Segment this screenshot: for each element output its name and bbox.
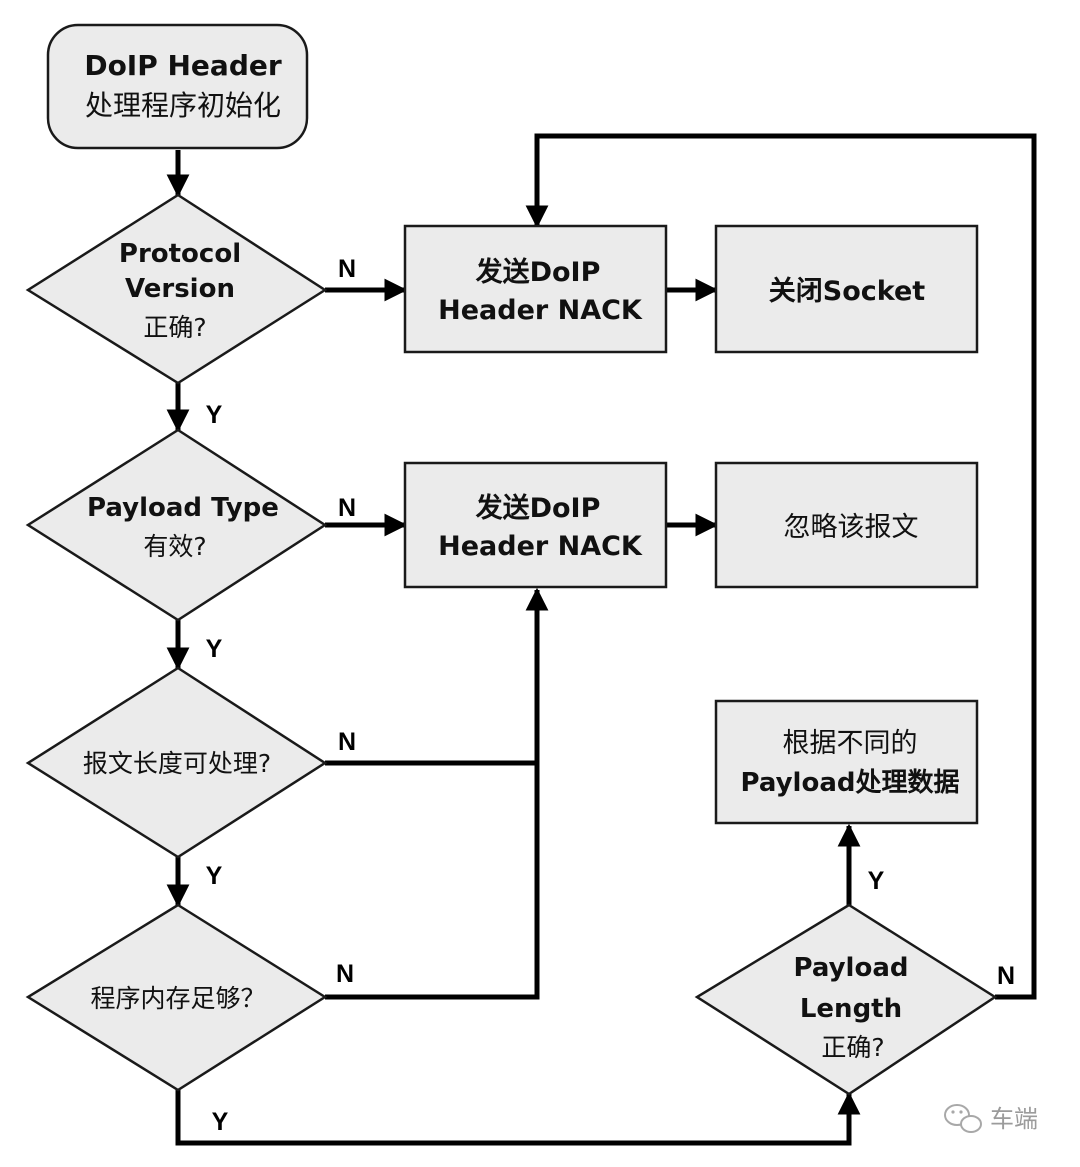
label-length-no: N bbox=[338, 728, 356, 756]
protocol-version-decision: Protocol Version 正确? bbox=[25, 193, 328, 385]
send-nack-1-line1: 发送DoIP bbox=[475, 256, 601, 288]
process-payload-line1: 根据不同的 bbox=[783, 728, 918, 759]
ignore-message-label: 忽略该报文 bbox=[784, 512, 919, 543]
edge-memory-no bbox=[325, 587, 549, 1000]
payload-length-decision-line2: Length bbox=[800, 994, 902, 1024]
send-nack-2-line1: 发送DoIP bbox=[475, 492, 601, 524]
label-type-yes: Y bbox=[206, 635, 223, 663]
label-memory-yes: Y bbox=[212, 1108, 229, 1136]
payload-length-decision-line3: 正确? bbox=[821, 1033, 884, 1062]
send-nack-box-1: 发送DoIP Header NACK bbox=[403, 224, 668, 354]
protocol-decision-line3: 正确? bbox=[143, 313, 206, 342]
payload-type-decision-line2: 有效? bbox=[143, 532, 206, 561]
payload-type-decision: Payload Type 有效? bbox=[25, 428, 328, 622]
label-protocol-yes: Y bbox=[206, 401, 223, 429]
ignore-message-box: 忽略该报文 bbox=[714, 461, 979, 589]
protocol-decision-line2: Version bbox=[125, 274, 235, 304]
label-memory-no: N bbox=[336, 960, 354, 988]
payload-length-decision-line1: Payload bbox=[794, 953, 909, 983]
watermark-text: 车端 bbox=[990, 1105, 1038, 1133]
init-node: DoIP Header 处理程序初始化 bbox=[46, 23, 309, 150]
payload-length-decision: Payload Length 正确? bbox=[694, 903, 998, 1096]
close-socket-label: 关闭Socket bbox=[769, 276, 926, 307]
init-node-line2: 处理程序初始化 bbox=[85, 89, 281, 122]
memory-decision: 程序内存足够？ bbox=[25, 903, 328, 1092]
message-length-decision-line1: 报文长度可处理? bbox=[83, 749, 271, 778]
message-length-decision: 报文长度可处理? bbox=[25, 666, 328, 859]
edge-memory-yes bbox=[175, 1090, 861, 1146]
process-payload-box: 根据不同的 Payload处理数据 bbox=[714, 699, 979, 825]
edge-payload-length-no bbox=[525, 133, 1037, 1000]
close-socket-box: 关闭Socket bbox=[714, 224, 979, 354]
init-node-line1: DoIP Header bbox=[84, 49, 282, 82]
label-payload-length-no: N bbox=[997, 962, 1015, 990]
watermark: 车端 bbox=[944, 1104, 1038, 1133]
send-nack-box-2: 发送DoIP Header NACK bbox=[403, 461, 668, 589]
payload-type-decision-line1: Payload Type bbox=[87, 493, 279, 523]
label-length-yes: Y bbox=[206, 862, 223, 890]
send-nack-1-line2: Header NACK bbox=[438, 295, 643, 326]
label-type-no: N bbox=[338, 494, 356, 522]
send-nack-2-line2: Header NACK bbox=[438, 531, 643, 562]
label-protocol-no: N bbox=[338, 255, 356, 283]
protocol-decision-line1: Protocol bbox=[119, 239, 241, 269]
wechat-icon bbox=[944, 1104, 982, 1133]
process-payload-line2: Payload处理数据 bbox=[741, 768, 960, 798]
label-payload-length-yes: Y bbox=[868, 867, 885, 895]
memory-decision-line1: 程序内存足够？ bbox=[90, 984, 265, 1013]
